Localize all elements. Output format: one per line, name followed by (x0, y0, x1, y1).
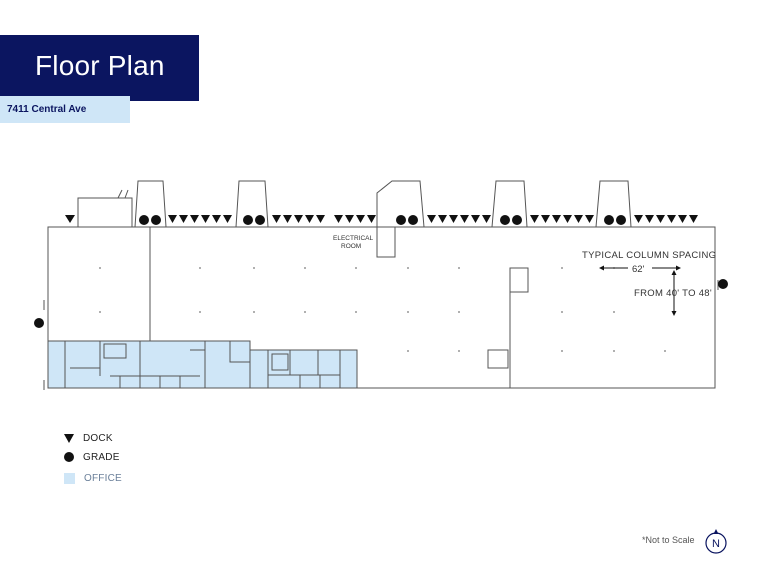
interior-room-east (509, 267, 529, 293)
dock-bay-5 (595, 180, 632, 228)
legend-dock-label: DOCK (83, 432, 113, 444)
dock-bay-2 (235, 180, 269, 228)
restroom-core-east (487, 349, 509, 369)
electrical-room-label-2: ROOM (341, 243, 361, 250)
electrical-room (376, 226, 396, 258)
dock-doors (65, 215, 698, 223)
grade-dot-icon (64, 452, 74, 462)
page-title: Floor Plan (35, 50, 165, 81)
electrical-room-label-1: ELECTRICAL (333, 235, 373, 242)
scale-note: *Not to Scale (642, 535, 695, 545)
dock-bay-1 (134, 180, 167, 228)
legend-office: OFFICE (64, 471, 122, 485)
title-banner: Floor Plan (0, 35, 199, 101)
legend-office-label: OFFICE (84, 472, 122, 484)
office-swatch-icon (64, 472, 75, 484)
compass-letter: N (712, 538, 720, 550)
column-spacing-arrows (599, 265, 681, 316)
column-spacing-depth: FROM 40' TO 48' (634, 288, 712, 299)
address-label: 7411 Central Ave (7, 104, 87, 115)
north-compass-icon: N (705, 529, 727, 554)
column-spacing-width: 62' (632, 264, 645, 275)
grade-doors (34, 215, 728, 328)
address-banner: 7411 Central Ave (0, 96, 130, 123)
dock-triangle-icon (64, 433, 74, 443)
column-spacing-title: TYPICAL COLUMN SPACING (582, 250, 716, 261)
dock-bay-4 (491, 180, 528, 228)
legend-grade-label: GRADE (83, 451, 120, 463)
office-area-west (47, 340, 358, 389)
dock-bay-0 (77, 189, 133, 227)
dock-bay-3 (376, 180, 425, 228)
legend-dock: DOCK (64, 431, 113, 445)
column-grid (99, 267, 666, 352)
legend-grade: GRADE (64, 450, 120, 464)
